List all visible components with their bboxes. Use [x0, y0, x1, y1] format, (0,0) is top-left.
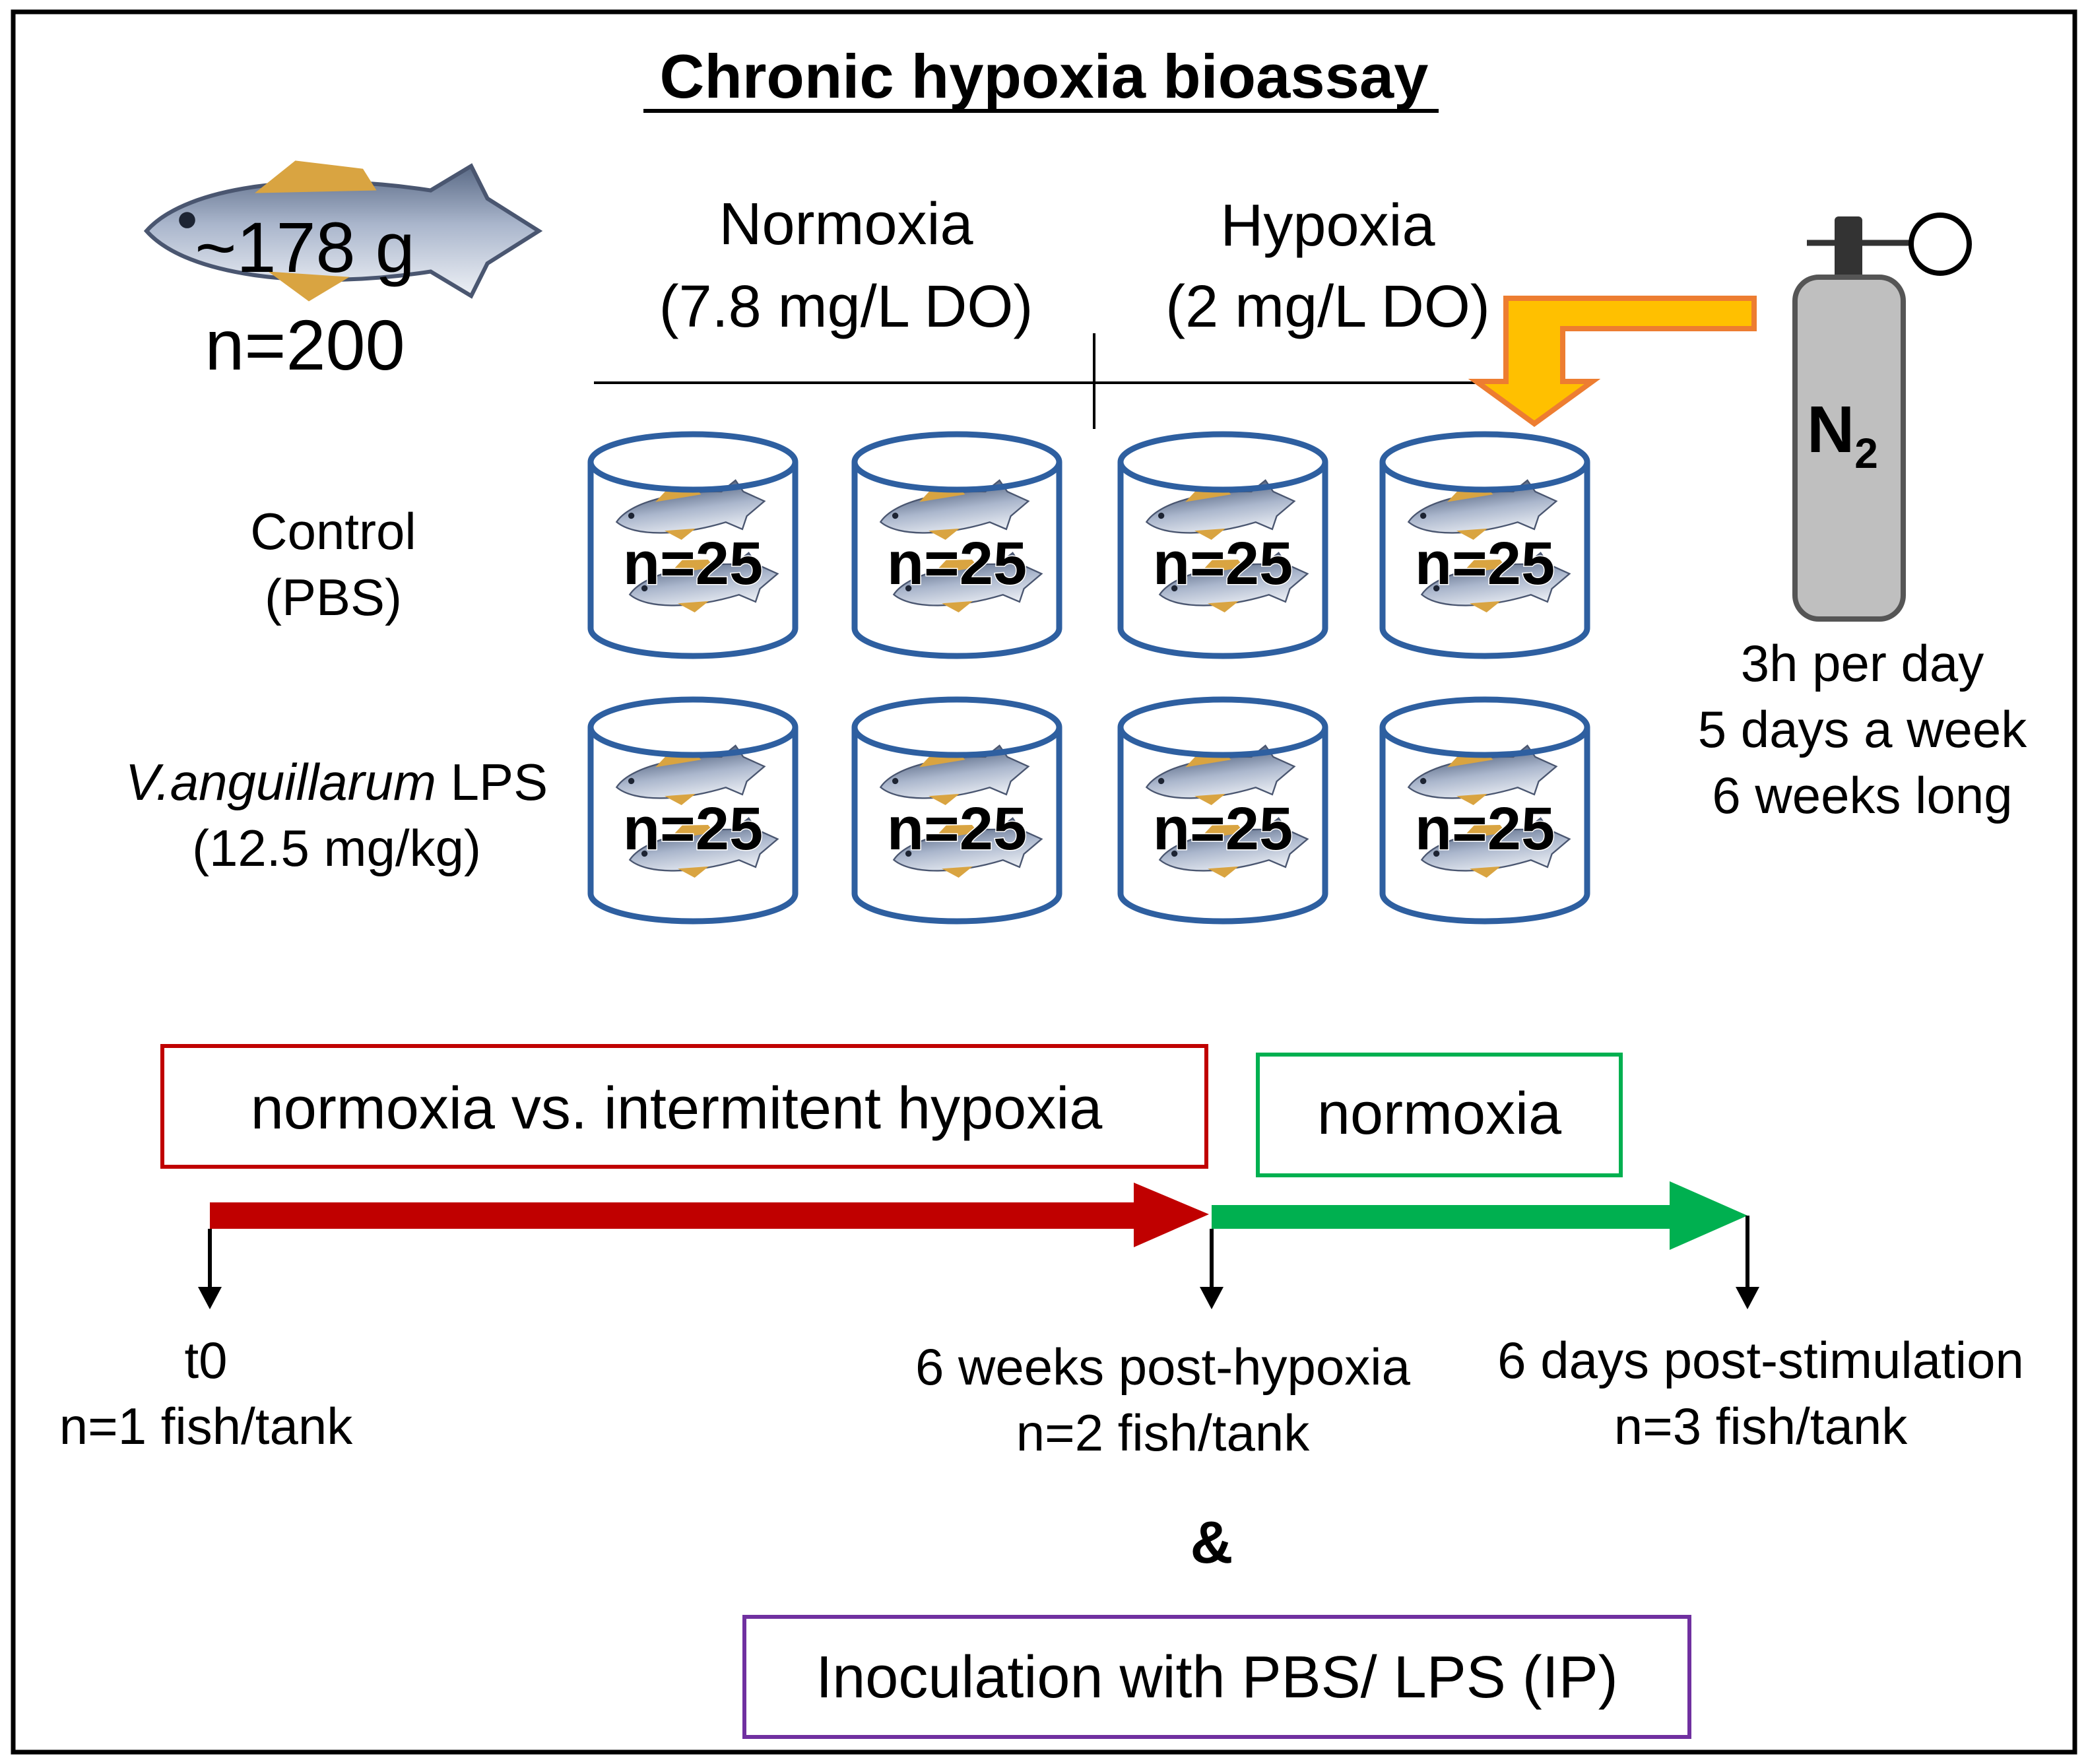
sampling-time-6-days: 6 days post-stimulation — [1497, 1331, 2024, 1389]
normoxia-phase-arrow — [1212, 1181, 1747, 1250]
tank-count: n=25 — [1153, 795, 1293, 863]
gas-flow-arrow — [1468, 296, 1757, 427]
tank-count: n=25 — [1415, 795, 1555, 863]
hypoxia-detail: (2 mg/L DO) — [1165, 274, 1490, 340]
fish-count: n=200 — [205, 305, 405, 385]
normoxia-phase-label: normoxia — [1317, 1081, 1562, 1147]
control-group-detail: (PBS) — [265, 568, 402, 626]
control-group-label: Control — [250, 502, 416, 560]
gas-symbol: N2 — [1807, 393, 1878, 477]
schedule-line-1: 3h per day — [1741, 634, 1984, 692]
tank: n=25 — [851, 696, 1062, 925]
page-title: Chronic hypoxia bioassay — [660, 42, 1429, 111]
tank: n=25 — [851, 431, 1062, 659]
nitrogen-cylinder-icon — [1792, 212, 1972, 622]
sampling-tick-t0 — [198, 1229, 222, 1309]
hypoxia-phase-arrow — [210, 1183, 1209, 1247]
normoxia-phase-box — [1256, 1053, 1623, 1177]
schedule-line-3: 6 weeks long — [1712, 766, 2012, 824]
tank-count: n=25 — [1153, 530, 1293, 597]
schedule-line-2: 5 days a week — [1698, 700, 2028, 758]
sampling-detail-6-weeks: n=2 fish/tank — [1016, 1404, 1310, 1462]
sampling-tick-6-days — [1736, 1216, 1759, 1309]
tank-count: n=25 — [887, 530, 1027, 597]
sampling-tick-6-weeks — [1200, 1229, 1223, 1309]
tank: n=25 — [587, 696, 799, 925]
inoculation-label: Inoculation with PBS/ LPS (IP) — [816, 1645, 1618, 1711]
tank: n=25 — [1117, 696, 1328, 925]
hypoxia-phase-box — [160, 1044, 1208, 1169]
sampling-time-6-weeks: 6 weeks post-hypoxia — [915, 1338, 1411, 1396]
lps-group-label-italic: V.anguillarum — [125, 753, 436, 811]
lps-group-label: V.anguillarum LPS — [125, 753, 548, 811]
tank-count: n=25 — [623, 530, 763, 597]
tank-count: n=25 — [887, 795, 1027, 863]
hypoxia-phase-label: normoxia vs. intermitent hypoxia — [251, 1076, 1103, 1142]
gas-symbol-subscript: 2 — [1854, 430, 1878, 477]
tank: n=25 — [1117, 431, 1328, 659]
tank: n=25 — [1379, 431, 1590, 659]
diagram-frame — [11, 9, 2077, 1755]
sampling-detail-t0: n=1 fish/tank — [59, 1397, 353, 1455]
lps-group-label-rest: LPS — [436, 753, 548, 811]
normoxia-label: Normoxia — [719, 191, 973, 257]
fish-weight: ~178 g — [195, 207, 414, 287]
ampersand: & — [1191, 1510, 1233, 1576]
sampling-detail-6-days: n=3 fish/tank — [1614, 1397, 1908, 1455]
hypoxia-label: Hypoxia — [1220, 193, 1435, 259]
sampling-time-t0: t0 — [184, 1331, 227, 1389]
tank-count: n=25 — [623, 795, 763, 863]
tank-grid: n=25 n=25 n=25 n=25 n=25 n=25 n=25 n=25 — [587, 431, 1590, 925]
lps-group-detail: (12.5 mg/kg) — [192, 819, 481, 877]
normoxia-detail: (7.8 mg/L DO) — [659, 274, 1033, 340]
gas-symbol-main: N — [1807, 393, 1854, 467]
tank: n=25 — [587, 431, 799, 659]
tank-count: n=25 — [1415, 530, 1555, 597]
tank: n=25 — [1379, 696, 1590, 925]
inoculation-box — [742, 1615, 1691, 1739]
